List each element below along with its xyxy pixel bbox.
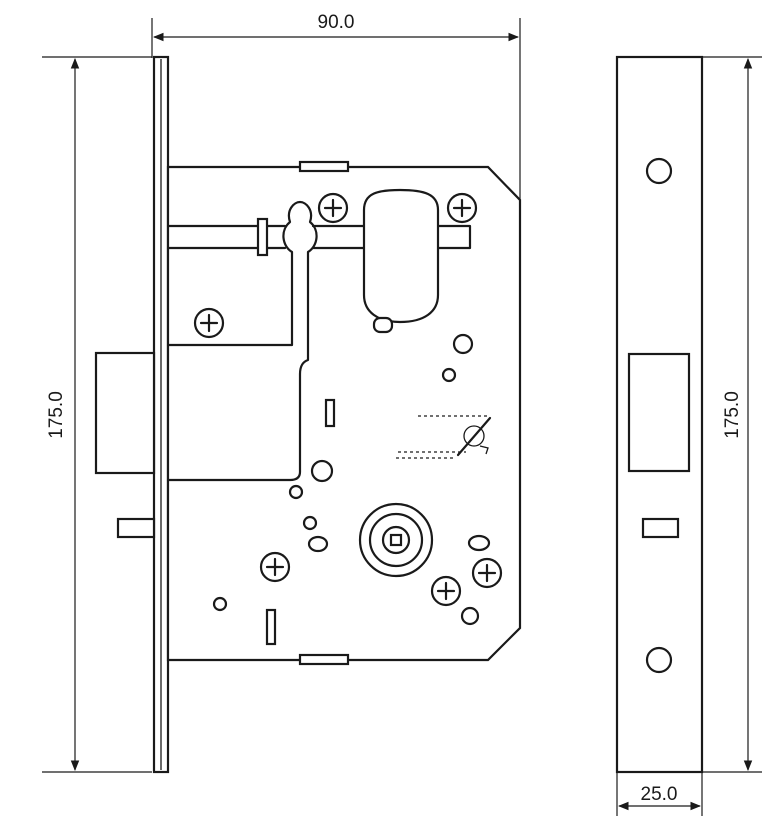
pin-hole-1 [288, 484, 304, 500]
case-slot-upper [324, 398, 336, 428]
pin-hole-3 [212, 596, 228, 612]
lock-forend [152, 55, 170, 774]
pin-hole-6 [460, 606, 480, 626]
faceplate-screw-hole-bottom [645, 646, 673, 674]
spring-pivot [463, 425, 485, 447]
faceplate-view [615, 55, 704, 774]
left-height-dimension: 175.0 [42, 56, 152, 773]
spindle-pin-large [310, 459, 334, 483]
faceplate-bolt-opening [641, 517, 680, 539]
spring-detail [396, 415, 492, 459]
screw-icon [471, 557, 503, 589]
spindle-square [389, 533, 403, 547]
lock-case [166, 160, 522, 666]
screw-icon [193, 307, 225, 339]
oval-hole-left [307, 535, 329, 553]
spring-arm [456, 416, 492, 457]
latch-tail-frame [166, 200, 318, 482]
bottom-width-dimension: 25.0 [616, 772, 703, 816]
pin-hole-5 [452, 333, 474, 355]
cam-tip [372, 316, 394, 334]
faceplate-screw-hole-top [645, 157, 673, 185]
case-bottom-tab [298, 653, 350, 666]
spring-tab [479, 445, 489, 455]
case-outline [166, 165, 522, 662]
bottom-width-label: 25.0 [641, 784, 678, 805]
screw-icon [446, 192, 478, 224]
anti-thrust-bolt [116, 517, 156, 539]
left-height-label: 175.0 [46, 391, 67, 439]
case-slot-lower [265, 608, 277, 646]
screw-icon [430, 575, 462, 607]
right-height-label: 175.0 [722, 391, 743, 439]
case-top-tab [298, 160, 350, 173]
bolt-bar-stop [256, 217, 269, 257]
right-height-dimension: 175.0 [702, 56, 762, 773]
faceplate-latch-opening [627, 352, 691, 473]
pin-hole-4 [441, 367, 457, 383]
screw-icon [259, 551, 291, 583]
screw-icon [317, 192, 349, 224]
top-width-dimension: 90.0 [151, 12, 521, 200]
oval-hole-right [467, 534, 491, 552]
top-width-label: 90.0 [318, 12, 355, 33]
cam-housing [362, 188, 440, 324]
pin-hole-2 [302, 515, 318, 531]
latch-bolt [94, 351, 156, 475]
